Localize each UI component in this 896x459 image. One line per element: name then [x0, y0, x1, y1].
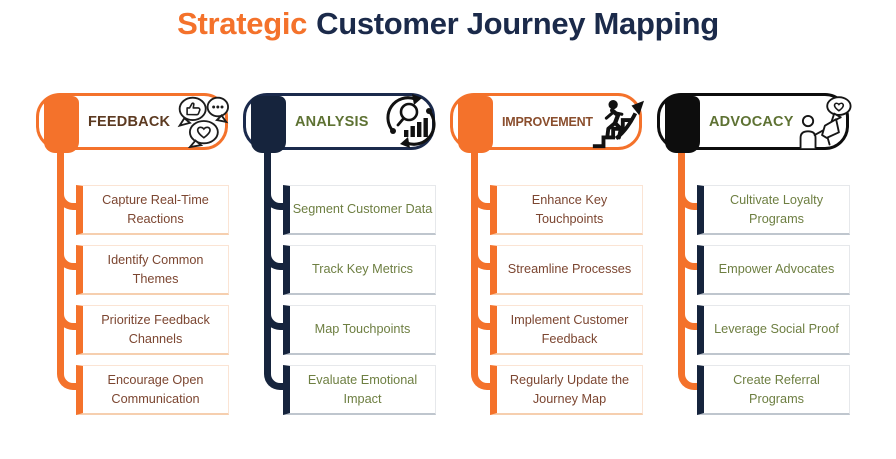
item-text: Map Touchpoints: [314, 322, 411, 337]
item-card: Evaluate Emotional Impact: [283, 365, 436, 415]
advocacy-header-label: ADVOCACY: [709, 113, 794, 130]
item-card: Prioritize Feedback Channels: [76, 305, 229, 355]
item-text: Create Referral Programs: [733, 373, 820, 406]
item-text: Cultivate Loyalty Programs: [729, 193, 824, 226]
item-card: Implement Customer Feedback: [490, 305, 643, 355]
connector-branch: [471, 250, 490, 270]
item-text: Track Key Metrics: [311, 262, 414, 277]
item-card: Enhance Key Touchpoints: [490, 185, 643, 235]
item-card: Identify Common Themes: [76, 245, 229, 295]
magnifier-chart-cycle-icon: [386, 94, 436, 148]
connector-branch: [264, 370, 283, 390]
connector-branch: [678, 310, 697, 330]
item-text: Prioritize Feedback Channels: [101, 313, 210, 346]
connector-branch: [264, 310, 283, 330]
improvement-header-label: IMPROVEMENT: [502, 114, 593, 129]
item-text: Evaluate Emotional Impact: [307, 373, 418, 406]
person-climbing-stairs-icon: [592, 99, 645, 149]
feedback-header-tab: [44, 96, 79, 153]
analysis-header-tab: [251, 96, 286, 153]
item-text: Empower Advocates: [718, 262, 835, 277]
connector-branch: [678, 190, 697, 210]
item-text: Segment Customer Data: [292, 202, 433, 217]
item-text: Capture Real-Time Reactions: [102, 193, 209, 226]
column-feedback: FEEDBACK Capture Real-Time Reactio: [36, 93, 234, 433]
item-card: Empower Advocates: [697, 245, 850, 295]
connector-branch: [57, 310, 76, 330]
item-text: Streamline Processes: [507, 262, 632, 277]
item-card: Leverage Social Proof: [697, 305, 850, 355]
connector-branch: [264, 190, 283, 210]
connector-branch: [57, 250, 76, 270]
connector-branch: [264, 250, 283, 270]
analysis-header-label: ANALYSIS: [295, 113, 369, 130]
item-card: Track Key Metrics: [283, 245, 436, 295]
item-text: Leverage Social Proof: [714, 322, 839, 337]
item-text: Implement Customer Feedback: [510, 313, 629, 346]
item-card: Map Touchpoints: [283, 305, 436, 355]
connector-branch: [57, 190, 76, 210]
item-card: Regularly Update the Journey Map: [490, 365, 643, 415]
title-rest: Customer Journey Mapping: [316, 6, 719, 41]
column-analysis: ANALYSIS Segment Customer Data: [243, 93, 441, 433]
columns-row: FEEDBACK Capture Real-Time Reactio: [36, 93, 855, 433]
column-advocacy: ADVOCACY Cultivate Loyalty Programs Empo…: [657, 93, 855, 433]
chat-reactions-icon: [177, 96, 230, 148]
item-card: Segment Customer Data: [283, 185, 436, 235]
item-text: Identify Common Themes: [107, 253, 204, 286]
connector-branch: [678, 370, 697, 390]
title-accent: Strategic: [177, 6, 308, 41]
item-card: Create Referral Programs: [697, 365, 850, 415]
megaphone-advocate-icon: [799, 96, 852, 149]
connector-branch: [678, 250, 697, 270]
improvement-header-tab: [458, 96, 493, 153]
item-text: Regularly Update the Journey Map: [509, 373, 630, 406]
advocacy-header-tab: [665, 96, 700, 153]
connector-branch: [471, 370, 490, 390]
feedback-header-label: FEEDBACK: [88, 113, 171, 130]
item-card: Capture Real-Time Reactions: [76, 185, 229, 235]
column-improvement: IMPROVEMENT Enhance Key Touchpoints Stre…: [450, 93, 648, 433]
item-text: Enhance Key Touchpoints: [531, 193, 608, 226]
connector-branch: [471, 190, 490, 210]
item-card: Encourage Open Communication: [76, 365, 229, 415]
connector-branch: [57, 370, 76, 390]
item-card: Cultivate Loyalty Programs: [697, 185, 850, 235]
item-card: Streamline Processes: [490, 245, 643, 295]
item-text: Encourage Open Communication: [107, 373, 204, 406]
connector-branch: [471, 310, 490, 330]
